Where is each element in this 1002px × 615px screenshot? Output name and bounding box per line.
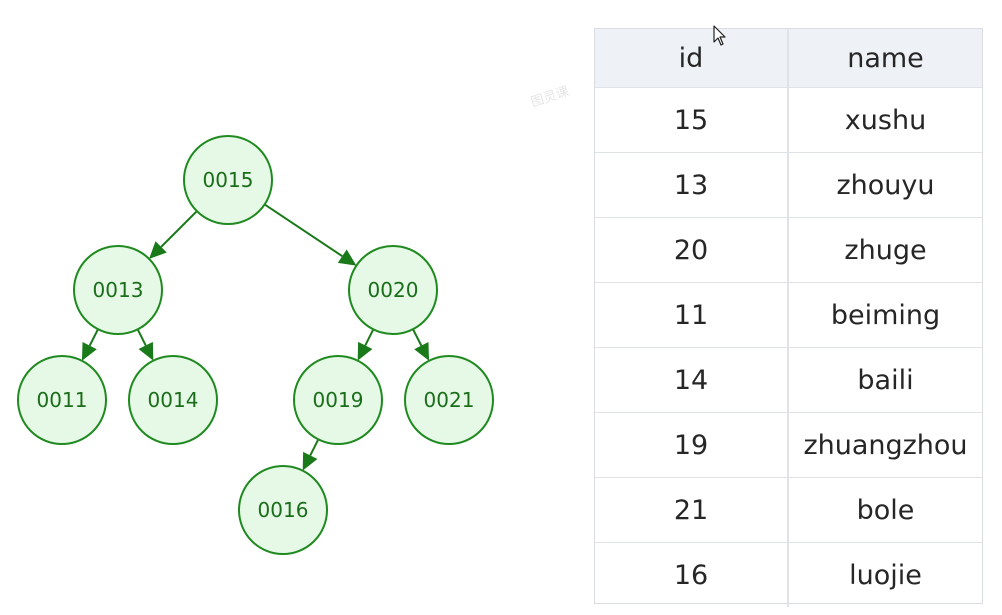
node-circle [128,355,218,445]
node-circle [293,355,383,445]
table-row: 14 baili [595,347,982,413]
data-table: id name 15 xushu 13 zhouyu 20 zhuge [594,28,983,607]
node-label: 0021 [424,388,475,412]
cell-name: baili [788,347,982,413]
cell-name: zhouyu [788,152,982,218]
edge-line [160,210,198,248]
arrowhead-icon [337,249,357,266]
cell-name: zhuangzhou [788,412,982,478]
table-row: 15 xushu [595,87,982,153]
tree-edge-n13-n14 [136,328,154,361]
edge-line [309,438,320,456]
tree-node-0011: 0011 [17,355,107,445]
binary-search-tree: 0015 0013 0020 0011 0014 0019 0021 0016 [17,135,494,555]
table-header: id name [595,29,982,88]
edge-line [264,203,343,257]
node-circle [238,465,328,555]
tree-node-0015: 0015 [183,135,273,225]
tree-node-0021: 0021 [404,355,494,445]
tree-edge-n20-n19 [357,328,375,361]
table-row: 11 beiming [595,282,982,348]
node-label: 0019 [313,388,364,412]
cell-name: beiming [788,282,982,348]
arrowhead-icon [149,241,167,259]
tree-edge-n13-n11 [81,328,99,361]
edge-line [88,328,99,347]
cell-id: 21 [595,477,789,543]
node-label: 0014 [148,388,199,412]
cell-id: 16 [595,542,789,607]
arrowhead-icon [357,341,373,361]
edge-line [412,328,423,347]
tree-edge-n19-n16 [302,438,320,471]
header-id: id [595,29,789,88]
tree-edge-n15-n20 [264,203,357,266]
id-name-table: id name 15 xushu 13 zhouyu 20 zhuge [595,29,982,607]
tree-node-0013: 0013 [73,245,163,335]
node-label: 0013 [93,278,144,302]
node-circle [348,245,438,335]
cell-name: luojie [849,559,922,591]
tree-edge-n20-n21 [412,328,430,361]
tree-node-0014: 0014 [128,355,218,445]
tree-node-0019: 0019 [293,355,383,445]
node-circle [17,355,107,445]
arrowhead-icon [414,342,430,361]
header-row: id name [595,29,982,88]
node-circle [183,135,273,225]
cell-name: zhuge [788,217,982,283]
cell-id: 19 [595,412,789,478]
table-row: 19 zhuangzhou [595,412,982,478]
table-body: 15 xushu 13 zhouyu 20 zhuge 11 beiming 1… [595,87,982,607]
tree-node-0020: 0020 [348,245,438,335]
arrowhead-icon [138,341,154,361]
edge-line [364,328,375,346]
cell-id: 11 [595,282,789,348]
node-label: 0015 [203,168,254,192]
edge-line [136,328,147,346]
table-row: 16 luojie [595,542,982,607]
arrowhead-icon [302,451,318,471]
tree-nodes: 0015 0013 0020 0011 0014 0019 0021 0016 [17,135,494,555]
cell-id: 15 [595,87,789,153]
cell-name: xushu [788,87,982,153]
cell-id: 13 [595,152,789,218]
table-row: 21 bole [595,477,982,543]
tree-edges [81,203,430,471]
node-circle [404,355,494,445]
arrowhead-icon [81,342,97,361]
table-row: 20 zhuge [595,217,982,283]
table-row: 13 zhouyu [595,152,982,218]
tree-node-0016: 0016 [238,465,328,555]
mouse-cursor-icon [713,25,726,46]
node-label: 0020 [368,278,419,302]
cell-id: 14 [595,347,789,413]
node-label: 0011 [37,388,88,412]
node-label: 0016 [258,498,309,522]
tree-edge-n15-n13 [149,210,198,259]
cell-name: bole [788,477,982,543]
node-circle [73,245,163,335]
header-name: name [788,29,982,88]
cell-id: 20 [595,217,789,283]
